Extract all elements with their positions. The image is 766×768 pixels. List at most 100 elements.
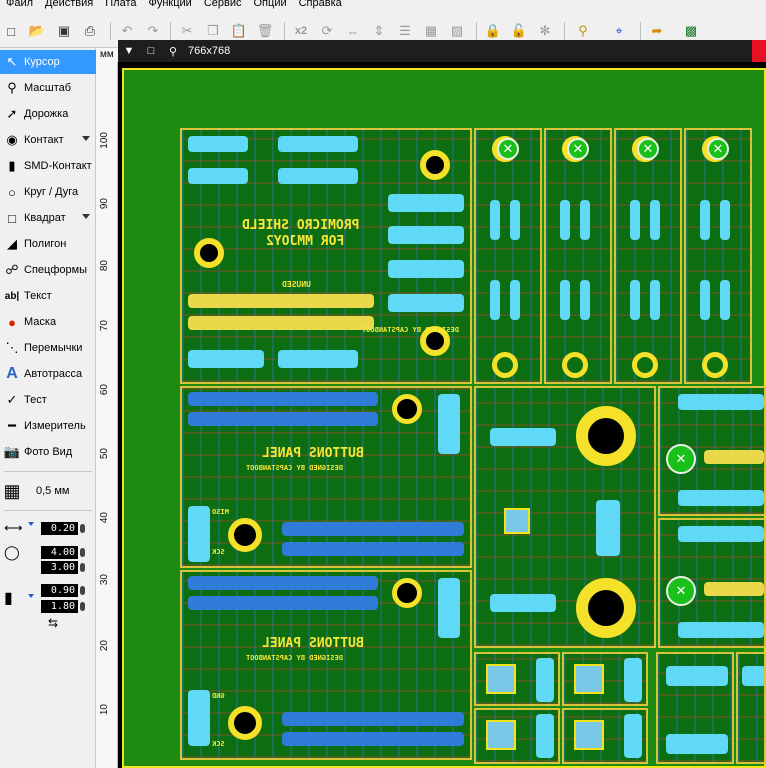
- save-icon[interactable]: ▣: [57, 23, 71, 38]
- silk-buttons-panel: BUTTONS PANEL: [262, 636, 364, 651]
- pad-inner-stepper[interactable]: [80, 561, 85, 574]
- paste-icon[interactable]: 📋: [230, 23, 248, 38]
- chevron-down-icon[interactable]: ▼: [123, 45, 135, 57]
- header-pads: [188, 506, 210, 562]
- search-icon[interactable]: ⚲: [168, 45, 178, 58]
- pcb-right-module-1[interactable]: ✕: [658, 386, 766, 516]
- ungroup-icon[interactable]: ▧: [450, 23, 464, 38]
- pcb-small-1[interactable]: [474, 652, 560, 706]
- mirror-horizontal-icon[interactable]: ⇔: [346, 23, 360, 39]
- menu-help[interactable]: Справка: [298, 0, 342, 9]
- mounting-hole: [228, 518, 262, 552]
- menu-file[interactable]: Файл: [6, 0, 34, 9]
- smd-pad: [580, 280, 590, 320]
- text-icon: ab|: [4, 290, 20, 302]
- smd-height-input[interactable]: 1.80: [41, 600, 78, 613]
- menu-actions[interactable]: Действия: [45, 0, 94, 9]
- track-width-input[interactable]: 0.20: [41, 522, 78, 535]
- tool-special-shapes[interactable]: ☍ Спецформы: [0, 258, 96, 282]
- track-icon: ➚: [6, 106, 18, 121]
- tool-track[interactable]: ➚ Дорожка: [0, 102, 96, 126]
- pcb-small-6[interactable]: [736, 652, 766, 764]
- swap-icon[interactable]: ⇆: [48, 616, 59, 630]
- pcb-module-2[interactable]: ✕: [544, 128, 612, 384]
- ratsnest-icon[interactable]: ✻: [539, 23, 551, 38]
- close-marker-icon: ✕: [497, 138, 519, 160]
- tool-square[interactable]: □ Квадрат: [0, 206, 96, 230]
- chevron-down-icon[interactable]: [28, 522, 34, 526]
- pcb-module-1[interactable]: ✕: [474, 128, 542, 384]
- print-icon[interactable]: ⎙: [84, 23, 96, 38]
- delete-icon[interactable]: 🗑: [256, 23, 274, 38]
- rotate-icon[interactable]: ⟳: [321, 23, 333, 38]
- pcb-right-module-2[interactable]: ✕: [658, 518, 766, 648]
- close-button[interactable]: [752, 40, 766, 62]
- smd-width-stepper[interactable]: [80, 584, 85, 597]
- group-icon[interactable]: ▦: [424, 23, 438, 38]
- export-icon[interactable]: ➦: [651, 23, 663, 38]
- tool-jumpers[interactable]: ⋱ Перемычки: [0, 336, 96, 360]
- pcb-module-3[interactable]: ✕: [614, 128, 682, 384]
- silk-miso: MISO: [212, 508, 229, 516]
- origin-icon[interactable]: ⌖: [615, 23, 623, 38]
- tool-mask[interactable]: ● Маска: [0, 310, 96, 334]
- tool-text[interactable]: ab| Текст: [0, 284, 96, 308]
- menu-service[interactable]: Сервис: [203, 0, 242, 9]
- chevron-down-icon[interactable]: [28, 594, 34, 598]
- pad-row: [278, 350, 358, 368]
- chevron-down-icon[interactable]: [82, 214, 90, 219]
- cut-icon[interactable]: ✂: [181, 23, 193, 38]
- header-pads: [188, 690, 210, 746]
- pcb-small-2[interactable]: [562, 652, 648, 706]
- tool-polygon[interactable]: ◢ Полигон: [0, 232, 96, 256]
- tool-smd-pad[interactable]: ▮ SMD-Контакт: [0, 154, 96, 178]
- open-folder-icon[interactable]: 📂: [28, 23, 46, 38]
- chip-icon[interactable]: ▩: [684, 23, 698, 38]
- tool-cursor[interactable]: ↖ Курсор: [0, 50, 96, 74]
- redo-icon[interactable]: ↷: [147, 23, 159, 38]
- menu-board[interactable]: Плата: [105, 0, 137, 9]
- lock-icon[interactable]: 🔒: [484, 23, 502, 38]
- pcb-canvas[interactable]: PROMICRO SHIELD FOR MMJOY2 UNUSED DESIGN…: [118, 62, 766, 768]
- grid-selector[interactable]: ▦ 0,5 мм: [0, 478, 96, 504]
- tool-zoom[interactable]: ⚲ Масштаб: [0, 76, 96, 100]
- pcb-promicro-shield[interactable]: PROMICRO SHIELD FOR MMJOY2 UNUSED DESIGN…: [180, 128, 472, 384]
- smd-pad: [650, 200, 660, 240]
- tool-photo-view[interactable]: 📷 Фото Вид: [0, 440, 96, 464]
- tool-pad[interactable]: ◉ Контакт: [0, 128, 96, 152]
- tool-measure[interactable]: ━ Измеритель: [0, 414, 96, 438]
- align-icon[interactable]: ☰: [399, 23, 411, 38]
- menu-functions[interactable]: Функции: [148, 0, 192, 9]
- tool-circle-arc[interactable]: ○ Круг / Дуга: [0, 180, 96, 204]
- pcb-small-4[interactable]: [562, 708, 648, 764]
- pcb-buttons-panel-2[interactable]: BUTTONS PANEL DESIGNED BY CAPSTANBOOT GN…: [180, 570, 472, 760]
- menu-options[interactable]: Опции: [253, 0, 287, 9]
- pcb-main-controller[interactable]: [474, 386, 656, 648]
- pad-outer-stepper[interactable]: [80, 546, 85, 559]
- ic-chip: [574, 720, 604, 750]
- mounting-hole: [392, 578, 422, 608]
- zoom-icon[interactable]: ⚲: [578, 23, 588, 38]
- pcb-small-5[interactable]: [656, 652, 734, 764]
- smd-height-stepper[interactable]: [80, 600, 85, 613]
- smd-width-input[interactable]: 0.90: [41, 584, 78, 597]
- pcb-buttons-panel-1[interactable]: BUTTONS PANEL DESIGNED BY CAPSTANBOOT MI…: [180, 386, 472, 568]
- pin-header: [188, 316, 374, 330]
- pcb-small-3[interactable]: [474, 708, 560, 764]
- unlock-icon[interactable]: 🔓: [510, 23, 528, 38]
- pad-row: [188, 350, 264, 368]
- tool-test[interactable]: ✓ Тест: [0, 388, 96, 412]
- pcb-module-4[interactable]: ✕: [684, 128, 752, 384]
- mirror-vertical-icon[interactable]: ⇕: [373, 23, 385, 38]
- tool-autoroute[interactable]: A Автотрасса: [0, 362, 96, 386]
- new-file-icon[interactable]: □: [7, 23, 15, 39]
- undo-icon[interactable]: ↶: [121, 23, 133, 38]
- window-icon[interactable]: □: [147, 45, 155, 57]
- mounting-hole: [632, 352, 658, 378]
- pad-inner-input[interactable]: 3.00: [41, 561, 78, 574]
- track-width-stepper[interactable]: [80, 522, 85, 535]
- copy-icon[interactable]: ❐: [207, 23, 219, 38]
- chevron-down-icon[interactable]: [82, 136, 90, 141]
- pad-outer-input[interactable]: 4.00: [41, 546, 78, 559]
- duplicate-x2-icon[interactable]: x2: [294, 25, 308, 37]
